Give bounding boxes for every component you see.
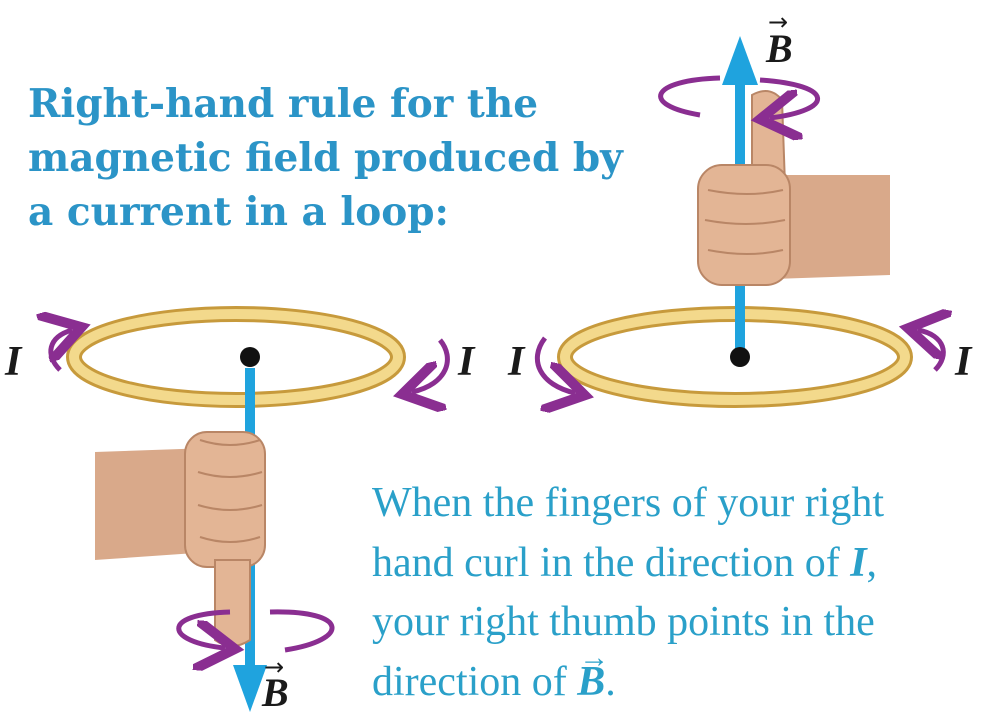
left-field-vector-arrow: →: [264, 653, 284, 681]
right-hand: [697, 90, 890, 286]
right-center-dot: [730, 347, 750, 367]
title-line-3: a current in a loop:: [28, 188, 449, 235]
caption-line-3: your right thumb points in the: [372, 599, 875, 646]
right-current-arrow-right: [918, 330, 943, 372]
title-line-2: magnetic field produced by: [28, 134, 623, 181]
left-current-label-left: I: [4, 339, 23, 385]
right-field-arrowhead: [722, 36, 758, 85]
right-loop-diagram: I I B →: [507, 8, 973, 400]
left-center-dot: [240, 347, 260, 367]
caption-line-2a: hand curl in the direction of: [372, 539, 851, 586]
caption-line-1: When the fingers of your right: [372, 480, 885, 526]
caption-field-symbol-wrap: →B: [577, 641, 609, 713]
right-current-label-left: I: [507, 339, 526, 385]
right-field-vector-arrow: →: [768, 8, 788, 36]
left-current-arrow-left: [51, 330, 72, 372]
caption-current-symbol: I: [850, 539, 867, 586]
caption-field-symbol: B: [577, 658, 606, 705]
right-field-curl-back: [658, 75, 721, 118]
title-line-1: Right-hand rule for the: [28, 81, 539, 127]
left-field-label: B: [261, 670, 289, 715]
right-current-arrow-left: [534, 336, 575, 393]
left-loop-diagram: I I B →: [4, 306, 476, 715]
caption-line-2b: ,: [866, 539, 878, 586]
figure-caption: When the fingers of your right hand curl…: [372, 474, 984, 713]
caption-line-4a: direction of: [372, 658, 578, 705]
caption-line-4b: .: [605, 658, 616, 705]
left-field-curl-back: [269, 609, 335, 653]
right-current-label-right: I: [954, 339, 973, 385]
right-field-label: B: [765, 26, 793, 71]
caption-field-vector-arrow: →: [579, 640, 610, 674]
left-field-curl-front: [176, 609, 230, 648]
figure-title: Right-hand rule for the magnetic field p…: [28, 78, 668, 239]
left-current-label-right: I: [457, 339, 476, 385]
left-hand: [95, 431, 266, 647]
right-field-curl-front: [760, 77, 820, 118]
left-field-arrowhead: [233, 665, 267, 712]
left-current-arrow-right: [412, 338, 450, 392]
